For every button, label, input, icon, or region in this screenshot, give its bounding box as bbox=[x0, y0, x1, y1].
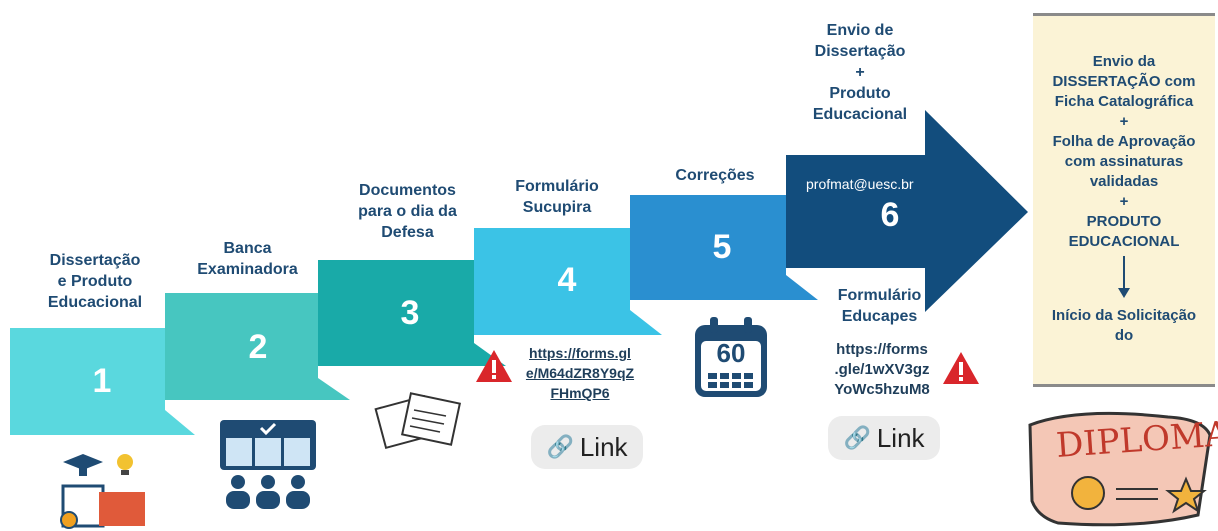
arrow-down-icon bbox=[1118, 256, 1130, 298]
step-6-number: 6 bbox=[880, 196, 900, 234]
warning-icon bbox=[476, 350, 512, 382]
panel-footer-text: Início da Solicitação do bbox=[1051, 307, 1197, 344]
warning-icon bbox=[943, 352, 979, 384]
step-2-block bbox=[165, 293, 350, 400]
step-6-email: profmat@uesc.br bbox=[806, 176, 914, 192]
chain-link-icon: 🔗 bbox=[843, 425, 871, 450]
panel-text: Envio da DISSERTAÇÃO com Ficha Catalográ… bbox=[1052, 53, 1196, 250]
step-4-block bbox=[474, 228, 662, 335]
step-5-number: 5 bbox=[712, 228, 732, 266]
step-3-block bbox=[318, 260, 506, 366]
step-2-number: 2 bbox=[248, 328, 268, 366]
step-4-number: 4 bbox=[557, 261, 577, 299]
step-1-number: 1 bbox=[92, 362, 112, 400]
calendar-icon bbox=[695, 317, 767, 397]
educapes-link-button[interactable]: 🔗 Link bbox=[828, 416, 940, 460]
step-6-arrow bbox=[786, 110, 1028, 312]
step-5-block bbox=[630, 195, 818, 300]
step-3-number: 3 bbox=[400, 294, 420, 332]
sucupira-link-button[interactable]: 🔗 Link bbox=[531, 425, 643, 469]
step-1-block bbox=[10, 328, 195, 435]
final-requirements-panel: Envio da DISSERTAÇÃO com Ficha Catalográ… bbox=[1033, 13, 1215, 387]
chain-link-icon: 🔗 bbox=[546, 434, 574, 459]
documents-icon bbox=[374, 392, 462, 450]
committee-icon bbox=[220, 420, 316, 509]
diploma-icon bbox=[1028, 411, 1212, 527]
step-5-label: Correções bbox=[675, 167, 755, 184]
calendar-days: 60 bbox=[716, 338, 746, 368]
education-icon bbox=[60, 454, 145, 529]
